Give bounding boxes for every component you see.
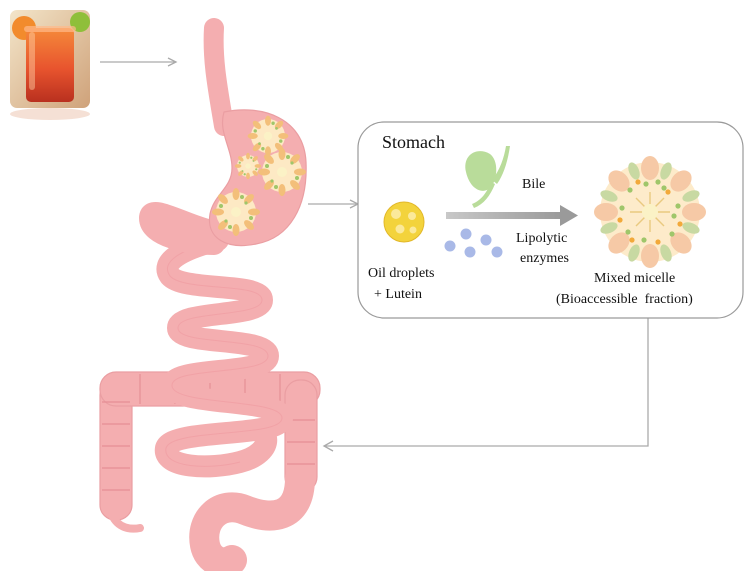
juice-glass-icon — [10, 10, 90, 120]
small-intestine — [166, 240, 282, 466]
return-arrow — [324, 318, 648, 451]
droplets-label-line2: + Lutein — [374, 287, 422, 302]
micelle-label-line2: (Bioaccessible fraction) — [556, 292, 693, 307]
droplets-label-line1: Oil droplets — [368, 266, 435, 281]
stomach-to-panel-arrow — [308, 200, 358, 208]
enzymes-label-line2: enzymes — [520, 251, 569, 266]
digestive-tract — [100, 28, 320, 562]
oil-droplet-icon — [384, 202, 424, 242]
enzymes-label-line1: Lipolytic — [516, 231, 567, 246]
micelle-label-line1: Mixed micelle — [594, 271, 675, 286]
intake-arrow — [100, 58, 176, 66]
esophagus — [214, 28, 224, 126]
stomach-panel: Stomach Oil droplets + Lutein Bile — [358, 122, 743, 318]
mixed-micelle-icon — [594, 156, 706, 268]
bile-label: Bile — [522, 177, 545, 192]
panel-title: Stomach — [382, 132, 445, 152]
